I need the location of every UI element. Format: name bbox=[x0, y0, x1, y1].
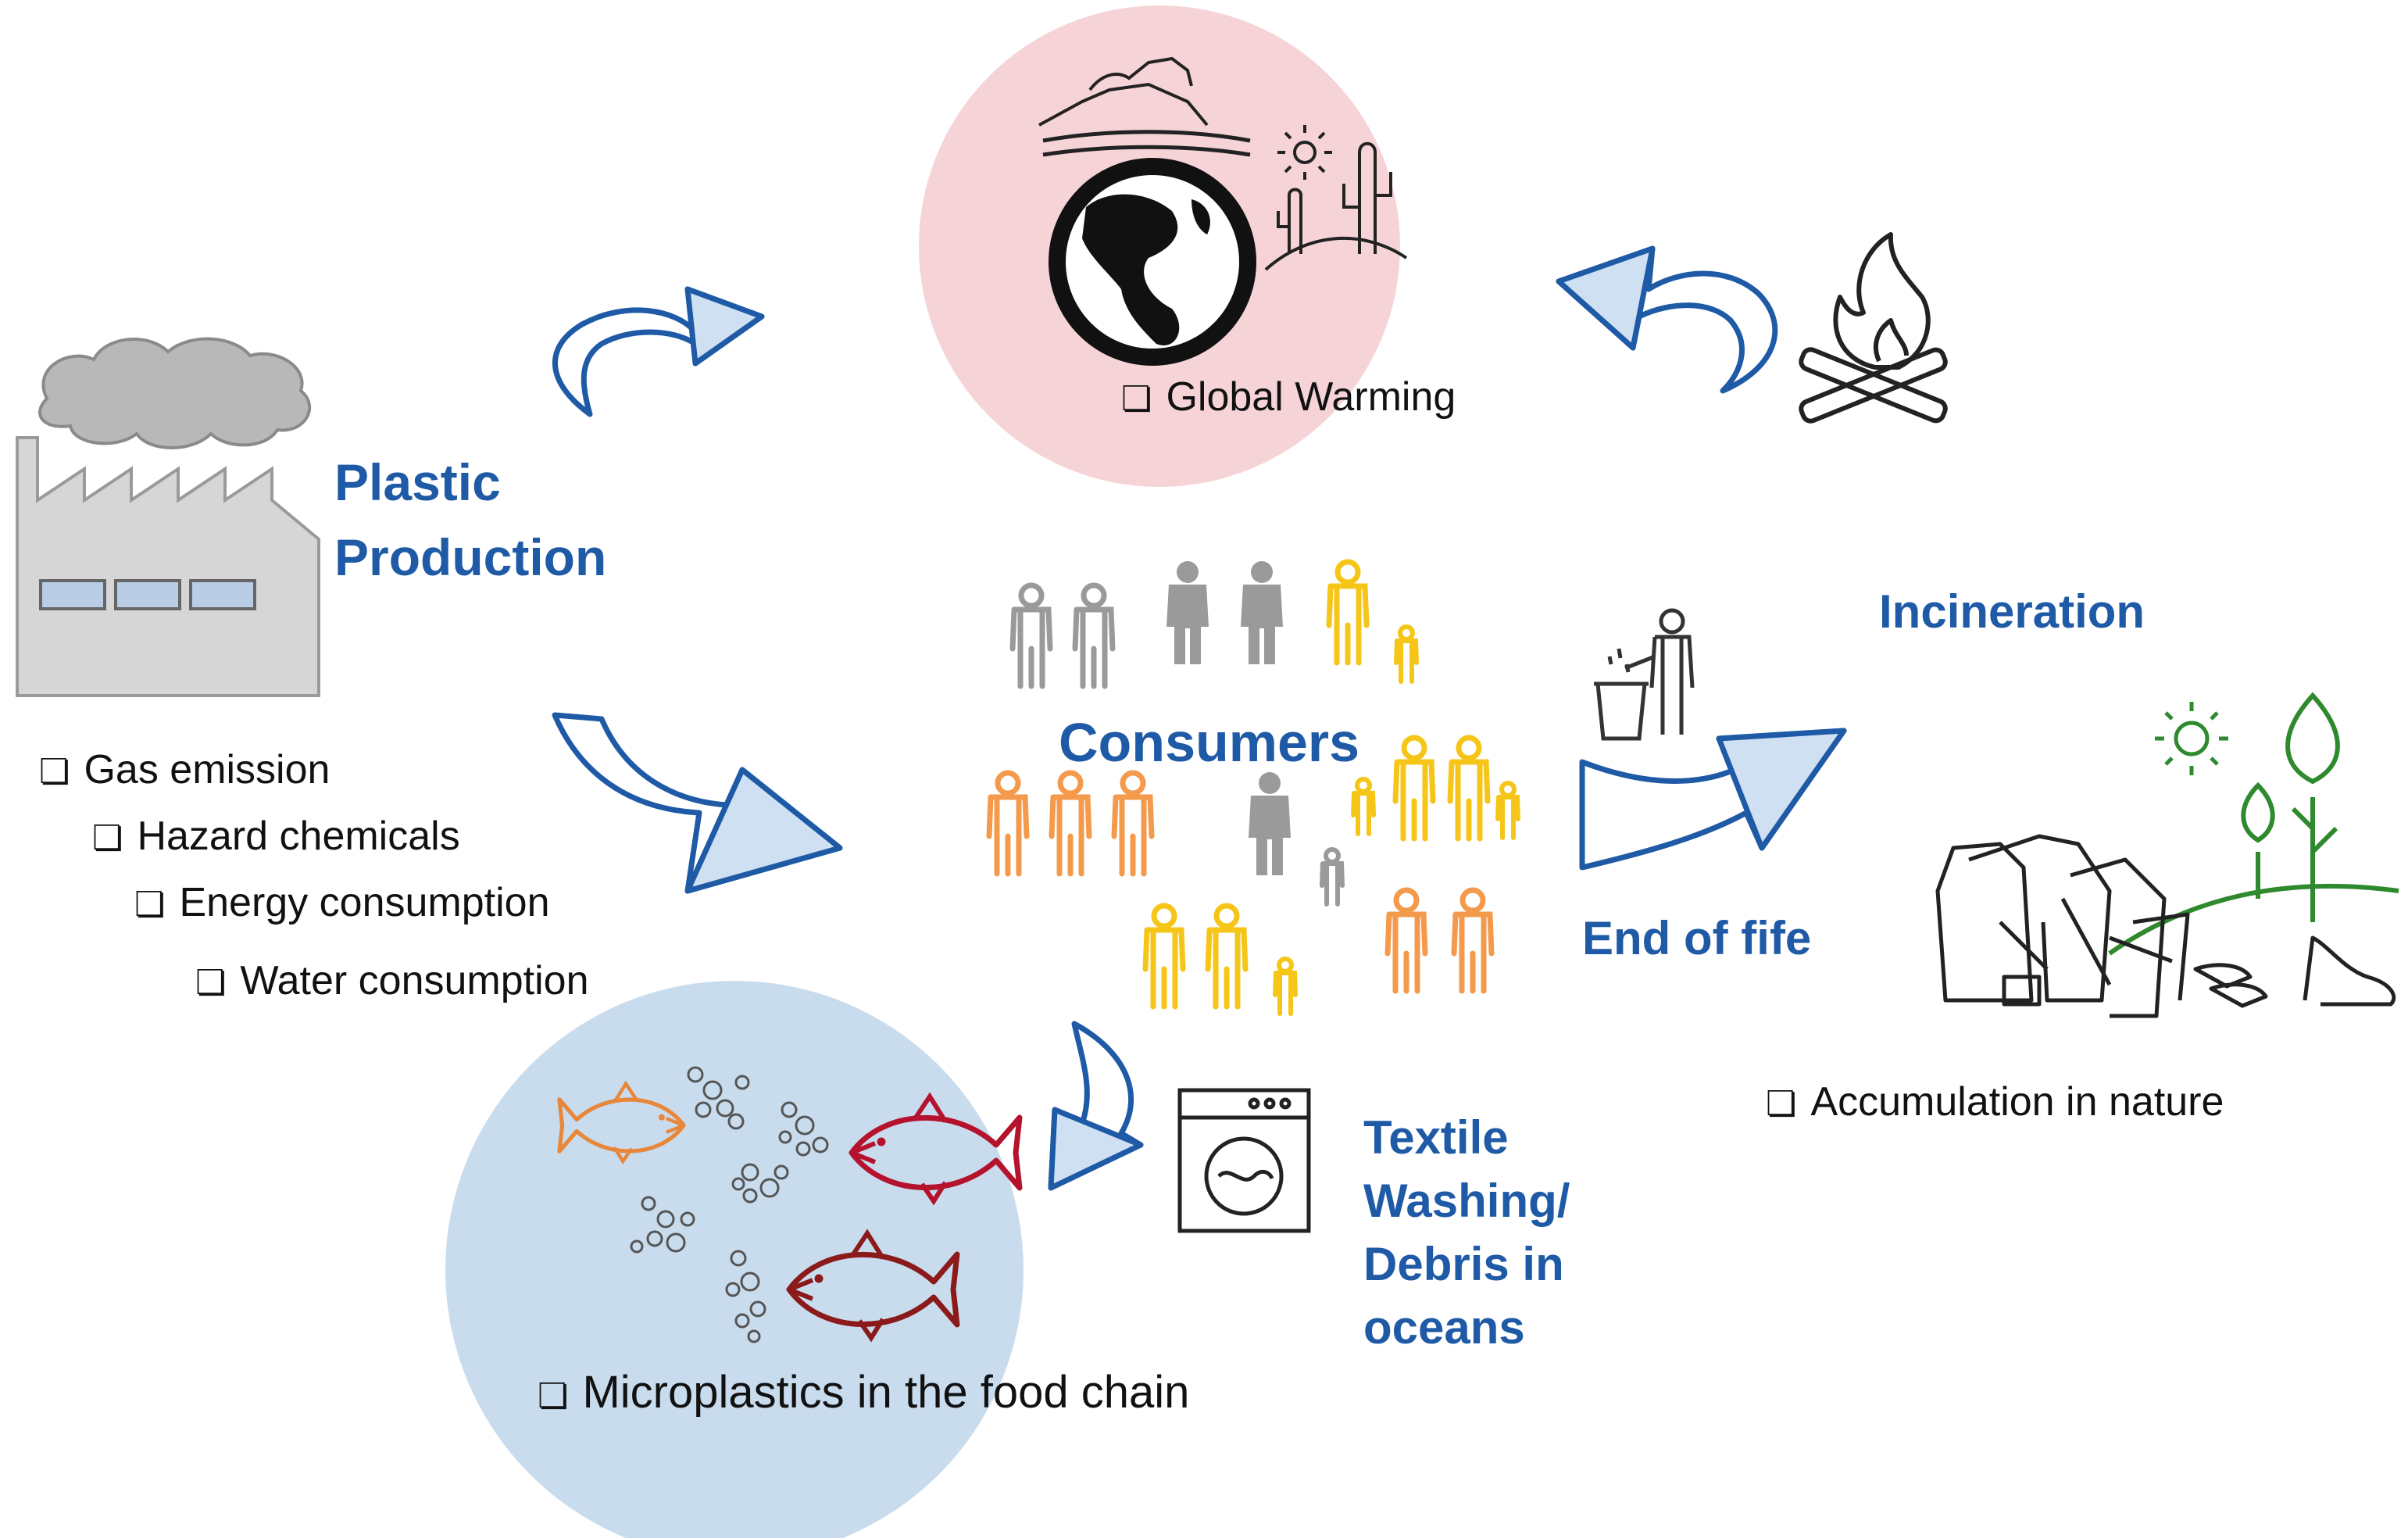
washing-machine-icon bbox=[1177, 1088, 1311, 1233]
bubbles-icon bbox=[630, 1066, 829, 1343]
incineration-label: Incineration bbox=[1879, 585, 2145, 638]
heading-line: Plastic bbox=[334, 453, 501, 511]
factory-icon bbox=[16, 337, 320, 697]
consumers-label: Consumers bbox=[1059, 712, 1360, 773]
heading-line: Production bbox=[334, 528, 607, 586]
arrow-production-to-consumers bbox=[552, 712, 843, 894]
textile-line: Textile bbox=[1363, 1111, 1509, 1164]
plastic-production-heading: Plastic Production bbox=[334, 445, 606, 595]
arrow-incineration-to-warming bbox=[1556, 245, 1778, 394]
textile-line: Debris in bbox=[1363, 1238, 1564, 1290]
arrow-consumers-to-ocean bbox=[1048, 1021, 1144, 1191]
impact-gas-emission: Gas emission bbox=[39, 746, 330, 793]
impact-energy-consumption: Energy consumption bbox=[134, 879, 549, 926]
earth-icon bbox=[1038, 56, 1256, 366]
accumulation-in-nature-label: Accumulation in nature bbox=[1766, 1078, 2224, 1125]
fire-icon bbox=[1799, 232, 1948, 424]
trash-bin-icon bbox=[1594, 608, 1695, 741]
nature-trees-icon bbox=[2108, 692, 2399, 956]
consumers-people-group bbox=[989, 561, 1518, 1014]
desert-icon bbox=[1264, 125, 1408, 271]
ocean-circle bbox=[445, 981, 1024, 1538]
microplastics-label: Microplastics in the food chain bbox=[538, 1366, 1189, 1418]
discarded-clothes-icon bbox=[1935, 834, 2396, 1018]
arrow-consumers-to-end-of-life bbox=[1579, 728, 1847, 871]
textile-line: oceans bbox=[1363, 1301, 1525, 1354]
arrow-production-to-warming bbox=[552, 286, 765, 417]
impact-water-consumption: Water consumption bbox=[195, 957, 588, 1004]
impact-hazard-chemicals: Hazard chemicals bbox=[92, 813, 459, 860]
global-warming-label: Global Warming bbox=[1121, 374, 1456, 420]
sun-icon bbox=[2155, 702, 2228, 775]
end-of-life-label: End of fife bbox=[1582, 912, 1812, 964]
textile-washing-label: Textile Washing/ Debris in oceans bbox=[1363, 1106, 1570, 1359]
textile-line: Washing/ bbox=[1363, 1175, 1570, 1227]
